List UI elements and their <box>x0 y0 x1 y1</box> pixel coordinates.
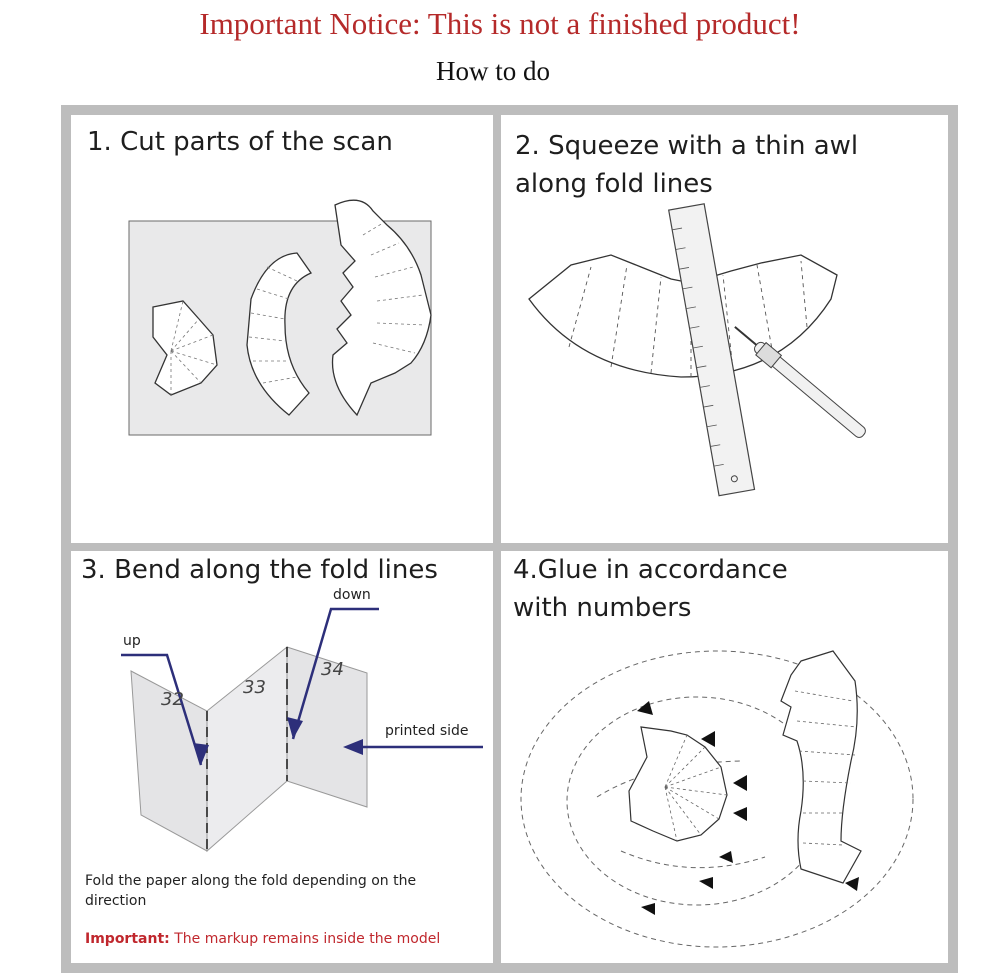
important-notice: Important Notice: This is not a finished… <box>199 6 801 41</box>
step-4-title: 4.Glue in accordance with numbers <box>513 555 788 623</box>
step-4-panel: 4.Glue in accordance with numbers <box>501 551 948 963</box>
how-to-heading: How to do <box>436 56 550 86</box>
step-3-panel: 3. Bend along the fold lines up down pri… <box>71 551 493 963</box>
important-label: Important: <box>85 931 170 947</box>
number-34: 34 <box>321 659 344 680</box>
awl-ruler-illustration <box>528 203 866 497</box>
down-label: down <box>333 587 371 603</box>
fold-lines-illustration: up down printed side 32 33 34 <box>121 587 483 853</box>
step-2-panel: 2. Squeeze with a thin awl along fold li… <box>501 115 948 543</box>
cut-parts-illustration <box>128 199 432 436</box>
up-label: up <box>123 633 141 649</box>
step-1-title: 1. Cut parts of the scan <box>87 127 393 157</box>
step-1-panel: 1. Cut parts of the scan <box>71 115 493 543</box>
number-33: 33 <box>243 677 266 698</box>
step-3-title: 3. Bend along the fold lines <box>81 555 438 585</box>
instructions-grid: 1. Cut parts of the scan <box>61 105 958 973</box>
printed-side-label: printed side <box>385 723 469 739</box>
glue-numbers-illustration <box>520 650 914 948</box>
important-note: Important: The markup remains inside the… <box>85 931 440 947</box>
fold-caption: Fold the paper along the fold depending … <box>85 873 417 909</box>
step-2-title: 2. Squeeze with a thin awl along fold li… <box>515 131 859 199</box>
number-32: 32 <box>161 689 184 710</box>
important-text: The markup remains inside the model <box>174 931 441 947</box>
